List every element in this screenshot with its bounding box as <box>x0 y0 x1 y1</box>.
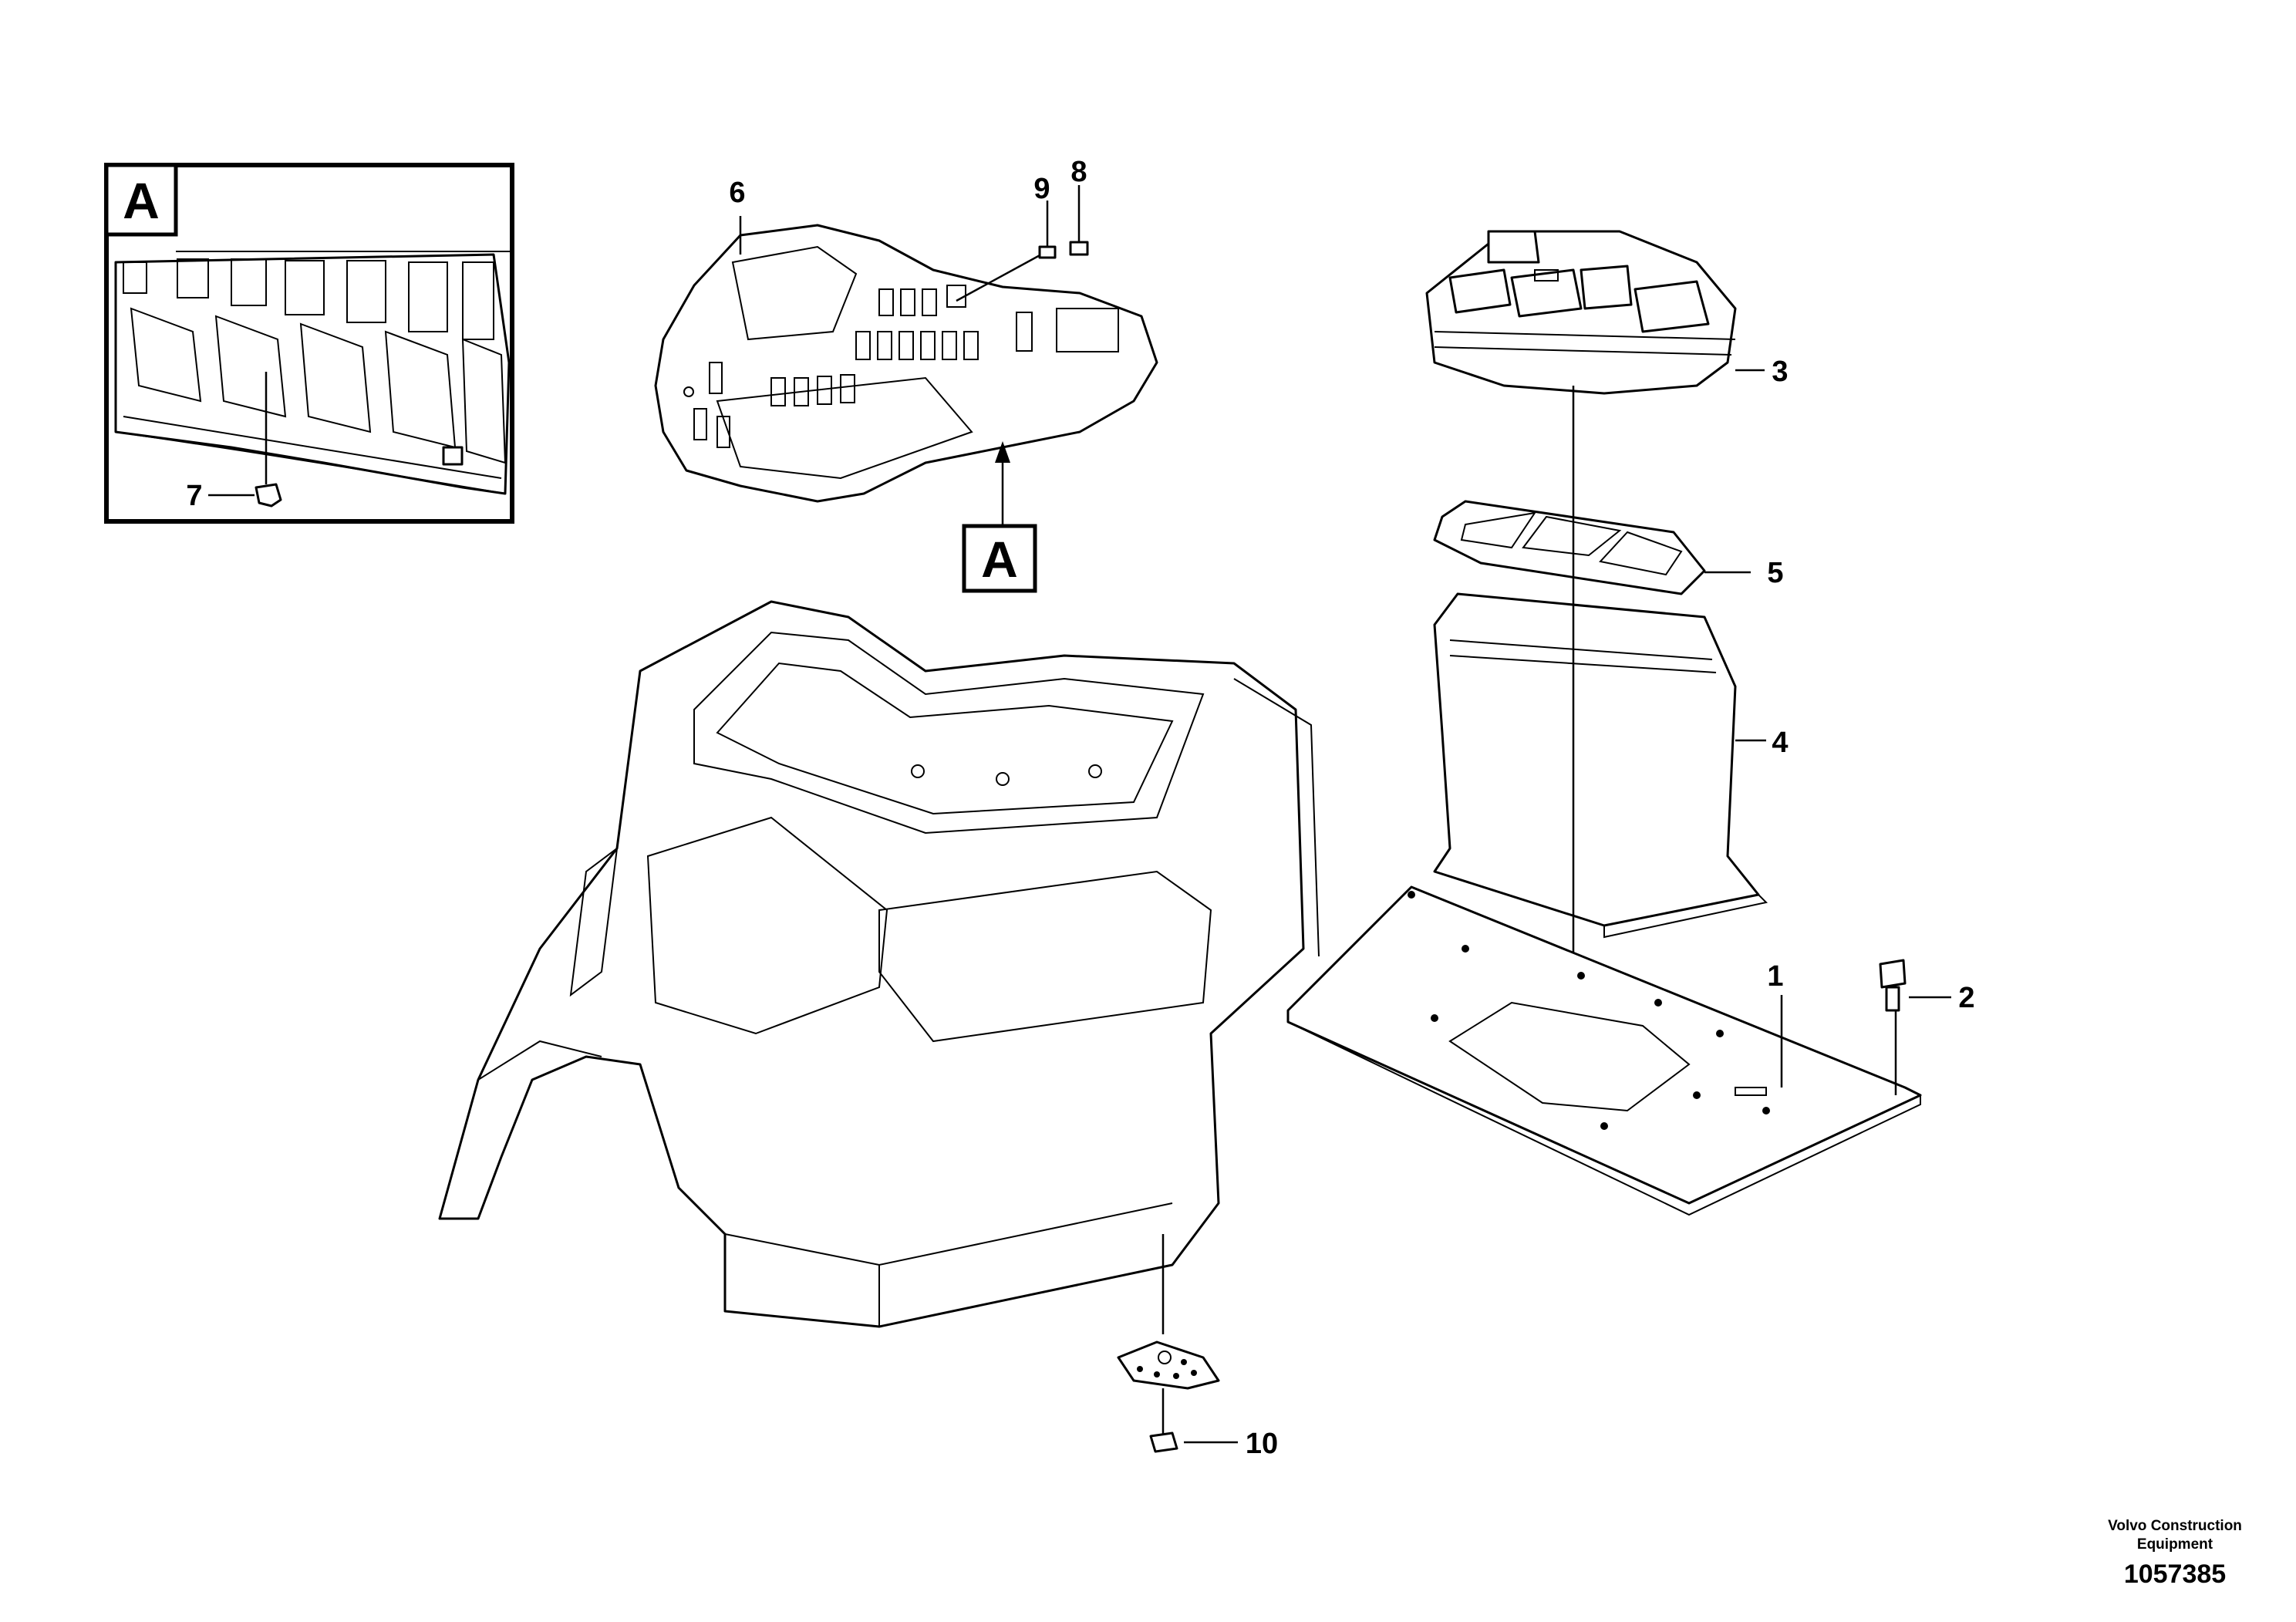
section-marker-label: A <box>981 531 1018 588</box>
callout-1: 1 <box>1767 960 1783 993</box>
footer-company-line2: Equipment <box>2137 1536 2213 1553</box>
callout-9: 9 <box>1033 173 1050 205</box>
housing-shroud <box>1433 592 1768 939</box>
callout-5: 5 <box>1767 557 1783 589</box>
section-marker-a: A <box>962 524 1037 593</box>
detail-grille-illustration <box>114 253 511 495</box>
nut-part-10 <box>1149 1431 1178 1453</box>
callout-6: 6 <box>729 177 745 209</box>
fasteners-8-9 <box>956 185 1089 302</box>
drawing-number: 1057385 <box>2124 1560 2226 1589</box>
rubber-boot-cover <box>1425 230 1737 395</box>
gasket-frame <box>1433 500 1706 595</box>
screw-part-8 <box>1069 241 1089 256</box>
callout-4: 4 <box>1772 727 1788 759</box>
footer-company-line1: Volvo Construction <box>2108 1518 2242 1534</box>
detail-view-label-box <box>104 163 178 237</box>
console-body <box>438 600 1320 1328</box>
mounting-plate-part-10 <box>1117 1234 1238 1453</box>
detail-view-label: A <box>123 172 160 229</box>
instrument-panel-bezel <box>654 224 1158 503</box>
callout-3: 3 <box>1772 356 1788 388</box>
detail-view-a: A <box>104 163 514 524</box>
bolt-part-2 <box>1879 959 1951 1095</box>
floor-plate <box>1286 885 1922 1216</box>
footer-branding: Volvo Construction Equipment 1057385 <box>2108 1518 2242 1589</box>
clip-part-7 <box>255 483 282 508</box>
callout-8: 8 <box>1070 156 1087 188</box>
callout-10: 10 <box>1246 1428 1278 1460</box>
screw-part-9 <box>1038 245 1057 259</box>
callout-7: 7 <box>186 480 202 512</box>
callout-2: 2 <box>1958 982 1974 1014</box>
callout-labels: 1 2 3 4 5 6 7 8 9 10 <box>186 156 1974 1460</box>
